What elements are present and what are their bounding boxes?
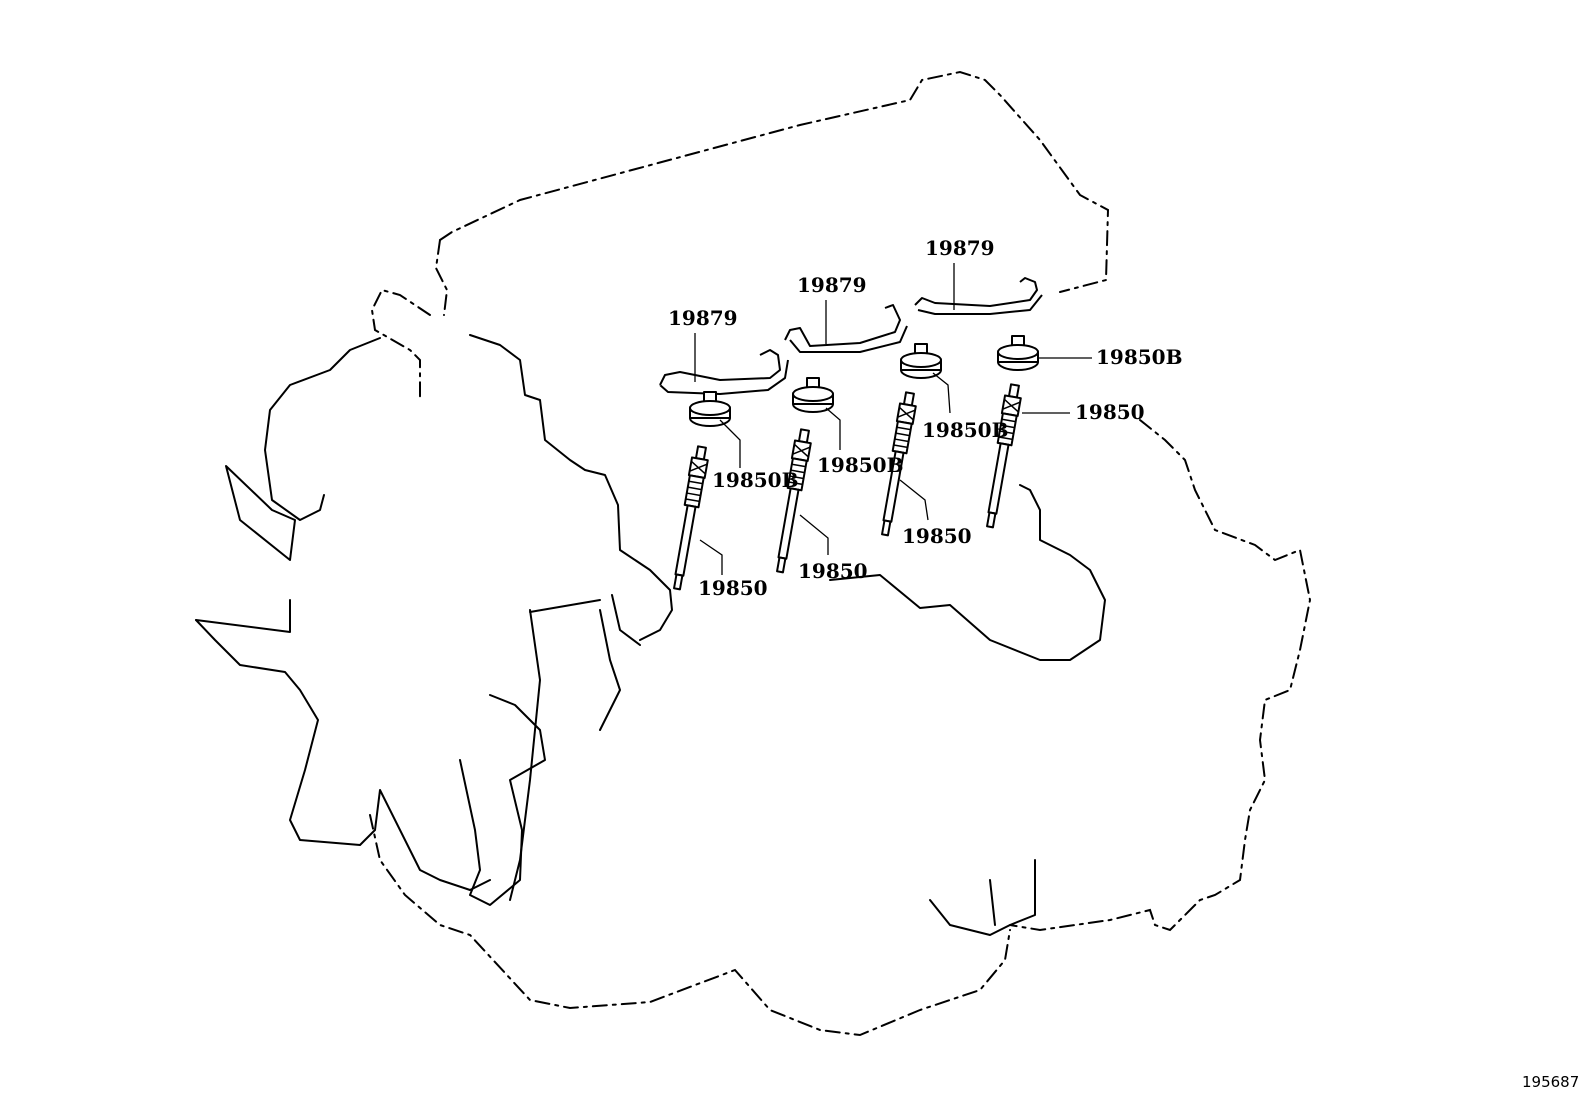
glow-plug-2[interactable] <box>772 428 813 574</box>
leader-lines <box>694 263 1092 575</box>
nut-1[interactable] <box>689 391 731 427</box>
nut-3[interactable] <box>900 343 942 379</box>
callout-nut-1[interactable]: 19850B <box>712 468 798 492</box>
callout-wire-2[interactable]: 19879 <box>797 273 867 297</box>
callout-wire-3[interactable]: 19879 <box>925 236 995 260</box>
callout-nut-3[interactable]: 19850B <box>922 418 1008 442</box>
callout-plug-2[interactable]: 19850 <box>798 559 868 583</box>
callout-plug-3[interactable]: 19850 <box>902 524 972 548</box>
glow-plug-1[interactable] <box>669 445 710 591</box>
wire-2[interactable] <box>784 304 908 353</box>
wire-1[interactable] <box>659 349 789 395</box>
nut-2[interactable] <box>792 377 834 413</box>
glow-plug-3[interactable] <box>877 391 918 537</box>
glow-plug-4[interactable] <box>982 383 1023 529</box>
callout-wire-1[interactable]: 19879 <box>668 306 738 330</box>
callout-nut-4[interactable]: 19850B <box>1096 345 1182 369</box>
diagram-id: 195687 <box>1522 1073 1579 1091</box>
callout-plug-1[interactable]: 19850 <box>698 576 768 600</box>
callout-plug-4[interactable]: 19850 <box>1075 400 1145 424</box>
callouts: 19879 19879 19879 19850B 19850B 19850B 1… <box>668 236 1182 600</box>
callout-nut-2[interactable]: 19850B <box>817 453 903 477</box>
nut-4[interactable] <box>997 335 1039 371</box>
engine-outline <box>195 70 1312 1037</box>
wire-3[interactable] <box>914 277 1043 315</box>
